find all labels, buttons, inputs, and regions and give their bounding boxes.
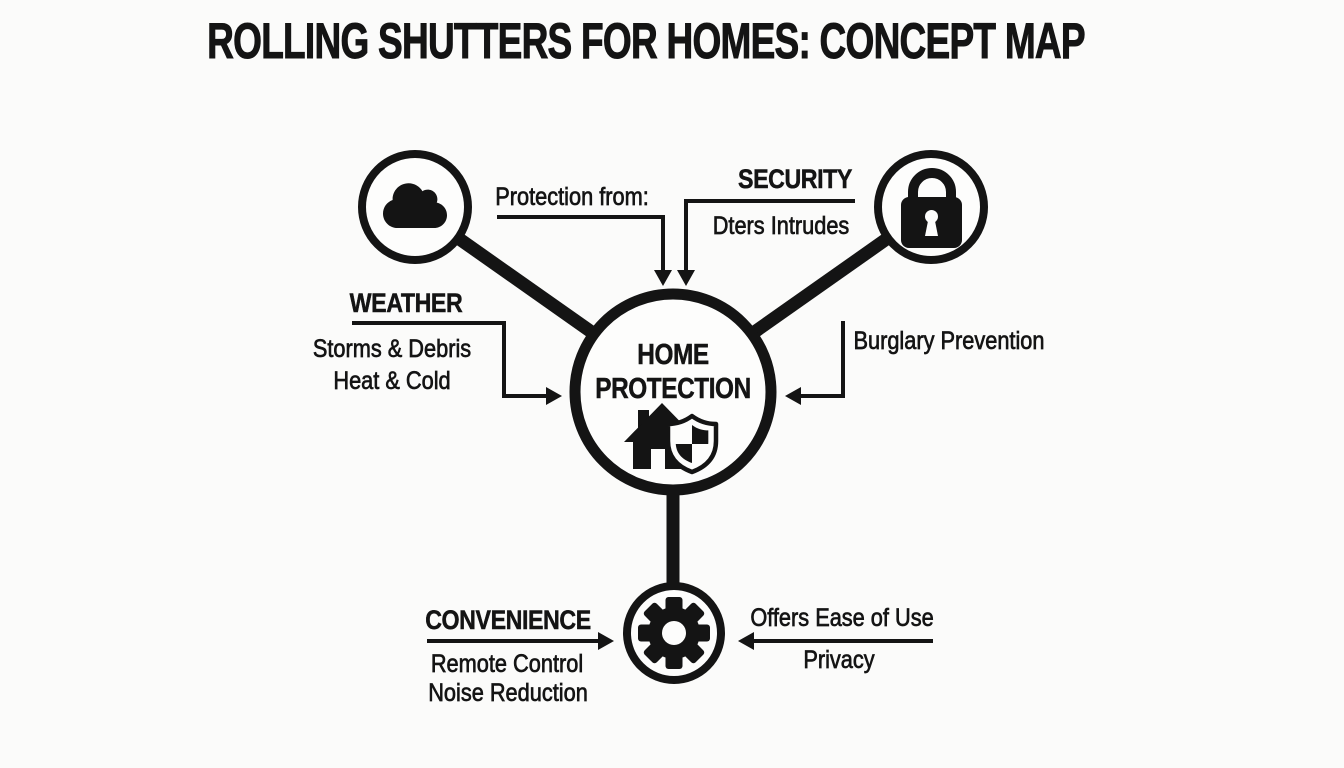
burglary-arrow-line xyxy=(799,321,845,398)
center-node-circle xyxy=(569,288,777,496)
protection-from-label: Protection from: xyxy=(495,183,649,211)
center-node xyxy=(569,288,777,496)
center-label-line1: HOME xyxy=(637,339,709,371)
convenience-node xyxy=(623,582,725,684)
weather-detail-2: Heat & Cold xyxy=(333,367,451,395)
arrowheads xyxy=(546,270,801,650)
house-shield-icon xyxy=(624,403,719,475)
annotation-arrows xyxy=(352,199,933,643)
arrowhead-down-left xyxy=(654,270,672,286)
weather-node xyxy=(358,150,472,264)
weather-detail-1: Storms & Debris xyxy=(312,335,472,363)
weather-arrow-line xyxy=(352,321,548,398)
weather-heading: WEATHER xyxy=(349,288,463,318)
connector-security-center xyxy=(742,232,892,344)
security-arrow-line xyxy=(684,199,855,272)
security-detail: Dters Intrudes xyxy=(712,212,850,240)
gear-icon xyxy=(638,597,710,669)
center-label-line2: PROTECTION xyxy=(595,373,751,405)
lock-icon xyxy=(901,168,962,248)
arrowhead-left-burglary xyxy=(785,387,801,405)
arrowhead-right-weather xyxy=(546,387,562,405)
shield-icon xyxy=(665,413,719,475)
page-title: ROLLING SHUTTERS FOR HOMES: CONCEPT MAP xyxy=(207,13,1086,69)
security-node xyxy=(874,150,988,264)
convenience-heading: CONVENIENCE xyxy=(425,605,591,635)
convenience-benefit-1: Offers Ease of Use xyxy=(750,604,934,632)
node-connectors xyxy=(454,232,892,600)
convenience-detail-1: Remote Control xyxy=(430,650,584,678)
protection-from-arrow-line xyxy=(497,215,665,272)
arrowhead-down-right xyxy=(677,270,695,286)
connector-weather-center xyxy=(454,232,604,344)
cloud-icon xyxy=(383,183,447,228)
security-heading: SECURITY xyxy=(738,164,853,194)
arrowhead-left-ease xyxy=(738,632,754,650)
convenience-detail-2: Noise Reduction xyxy=(428,679,588,707)
arrowhead-right-convenience xyxy=(598,632,614,650)
convenience-benefit-2: Privacy xyxy=(803,646,875,674)
security-benefit: Burglary Prevention xyxy=(853,327,1045,355)
